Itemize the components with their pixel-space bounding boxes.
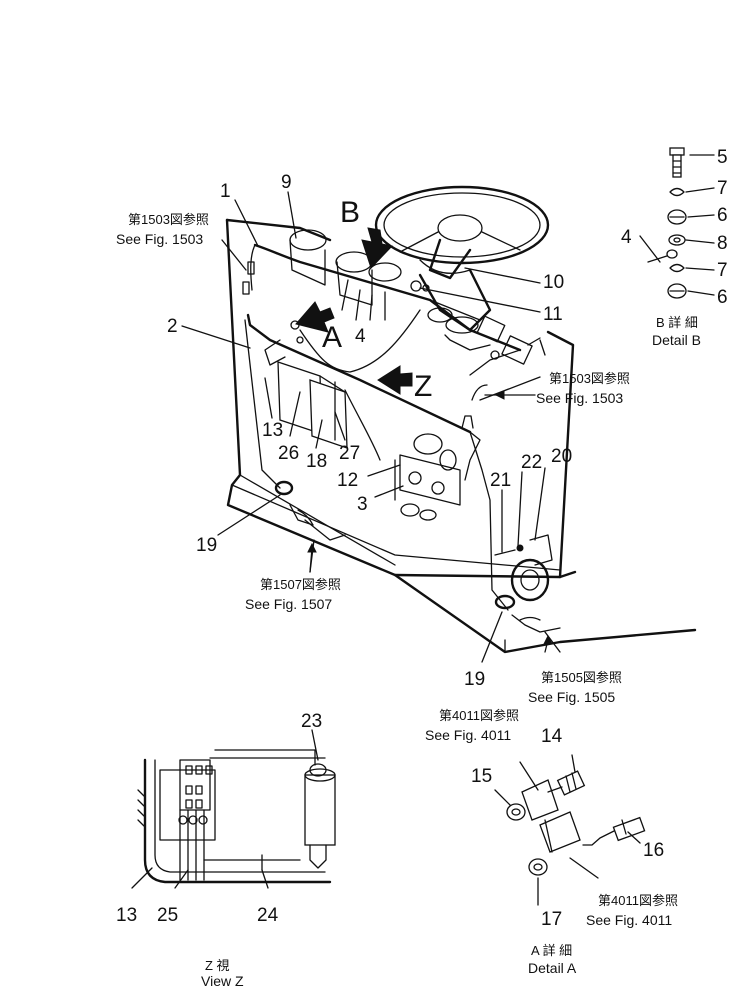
wire-harness: [242, 243, 522, 611]
ref-4011-bot-en: See Fig. 4011: [586, 912, 672, 928]
callout-20: 20: [551, 446, 572, 467]
nut-15: [506, 803, 526, 821]
callout-11: 11: [543, 304, 563, 325]
callout-3: 3: [357, 494, 368, 515]
callout-6-top: 6: [717, 205, 728, 226]
ref-1503-right-jp: 第1503図参照: [549, 371, 630, 386]
callout-7-bottom: 7: [717, 260, 728, 281]
sensor-16: [582, 816, 646, 846]
detail-a: [494, 754, 646, 906]
gauge-cluster: [289, 229, 479, 334]
caption-detail-a-jp: A 詳 細: [531, 943, 572, 958]
marker-b: B: [340, 196, 360, 229]
arrow-b-icon: [361, 227, 393, 269]
captions: B 詳 細 Detail B A 詳 細 Detail A Z 視 View Z: [201, 315, 701, 987]
ref-1503-left-jp: 第1503図参照: [128, 212, 209, 227]
callout-23: 23: [301, 711, 322, 732]
ref-1507-jp: 第1507図参照: [260, 577, 341, 592]
callout-19-right: 19: [464, 669, 485, 690]
callout-16: 16: [643, 840, 664, 861]
callout-15: 15: [471, 766, 492, 787]
horn: [494, 534, 553, 602]
washer-8: [668, 234, 686, 246]
arrow-a-icon: [295, 301, 335, 333]
ref-4011-top-en: See Fig. 4011: [425, 727, 511, 743]
callout-12: 12: [337, 470, 358, 491]
marker-z: Z: [414, 370, 432, 403]
callout-5: 5: [717, 147, 728, 168]
bracket-plate: [521, 779, 581, 853]
callout-27: 27: [339, 443, 360, 464]
lock-washer-7a: [669, 187, 685, 197]
callout-4: 4: [355, 326, 366, 347]
callout-8: 8: [717, 233, 728, 254]
reference-notes: 第1503図参照 See Fig. 1503 第1503図参照 See Fig.…: [116, 212, 678, 928]
grommet-left: [274, 480, 346, 541]
ref-4011-bot-jp: 第4011図参照: [598, 893, 678, 908]
callout-6-bottom: 6: [717, 287, 728, 308]
callout-25: 25: [157, 905, 178, 926]
callout-numbers: 1 9 2 4 10 11 13 26 18 27 12 3 21 22 20 …: [116, 147, 728, 930]
callout-21: 21: [490, 470, 511, 491]
switch-panel: [476, 315, 546, 365]
marker-a: A: [322, 321, 342, 354]
relay-bracket: [394, 433, 461, 521]
steering-wheel: [374, 185, 550, 280]
callout-22: 22: [521, 452, 542, 473]
callout-24: 24: [257, 905, 279, 926]
control-box: [277, 361, 348, 449]
lock-washer-7b: [669, 263, 685, 273]
callout-26: 26: [278, 443, 299, 464]
terminal-4: [639, 235, 678, 263]
ref-1503-left-en: See Fig. 1503: [116, 231, 203, 247]
arrow-z-icon: [377, 365, 413, 395]
callout-9: 9: [281, 172, 292, 193]
reference-arrows: [307, 390, 553, 653]
view-arrows: [295, 227, 413, 395]
callout-13: 13: [262, 420, 283, 441]
callout-13-view-z: 13: [116, 905, 137, 926]
callout-1: 1: [220, 181, 231, 202]
bolt-5: [669, 147, 685, 178]
callout-4-detail-b: 4: [621, 227, 632, 248]
grommet-right: [494, 594, 561, 633]
caption-detail-b-en: Detail B: [652, 332, 701, 348]
nut-6b: [667, 283, 687, 299]
callout-14: 14: [541, 726, 563, 747]
leader-lines: [181, 191, 561, 663]
nut-17: [528, 858, 548, 876]
callout-17: 17: [541, 909, 562, 930]
ref-1505-en: See Fig. 1505: [528, 689, 615, 705]
caption-detail-b-jp: B 詳 細: [656, 315, 698, 330]
main-assembly: [225, 185, 697, 654]
caption-view-z-en: View Z: [201, 973, 244, 987]
ref-1505-jp: 第1505図参照: [541, 670, 622, 685]
callout-18: 18: [306, 451, 327, 472]
view-markers: B A Z: [322, 196, 432, 403]
view-z: [131, 729, 336, 889]
ref-1507-en: See Fig. 1507: [245, 596, 332, 612]
ref-1503-right-en: See Fig. 1503: [536, 390, 623, 406]
callout-7-top: 7: [717, 178, 728, 199]
detail-b: [639, 147, 715, 299]
sensor-14: [547, 770, 586, 796]
callout-10: 10: [543, 272, 564, 293]
caption-view-z-jp: Z 視: [205, 958, 230, 973]
nut-6a: [667, 209, 687, 225]
caption-detail-a-en: Detail A: [528, 960, 577, 976]
callout-2: 2: [167, 316, 178, 337]
callout-19-left: 19: [196, 535, 217, 556]
ref-4011-top-jp: 第4011図参照: [439, 708, 519, 723]
